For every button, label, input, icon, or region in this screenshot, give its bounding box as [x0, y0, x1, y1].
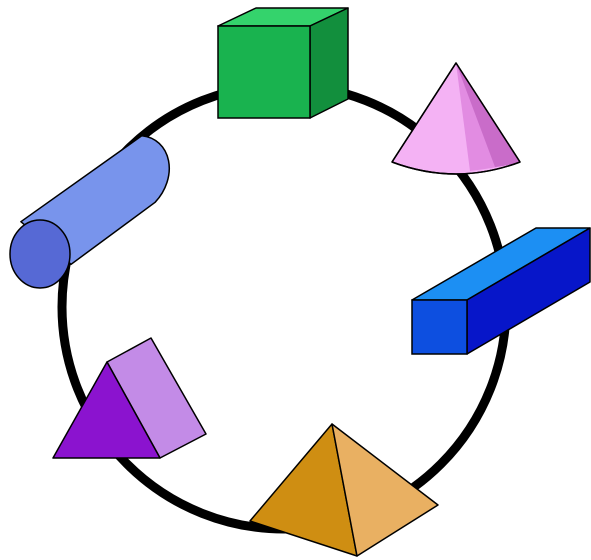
- cube-front-face: [218, 26, 310, 118]
- cylinder-end-cap: [10, 220, 70, 288]
- rectangular-prism-front-face: [412, 300, 467, 354]
- cube-shape: [218, 8, 348, 118]
- triangular-prism-shape: [53, 338, 206, 458]
- cube-side-face: [310, 8, 348, 118]
- cylinder-shape: [10, 136, 169, 288]
- cone-shape: [392, 63, 520, 174]
- pyramid-shape: [250, 424, 438, 556]
